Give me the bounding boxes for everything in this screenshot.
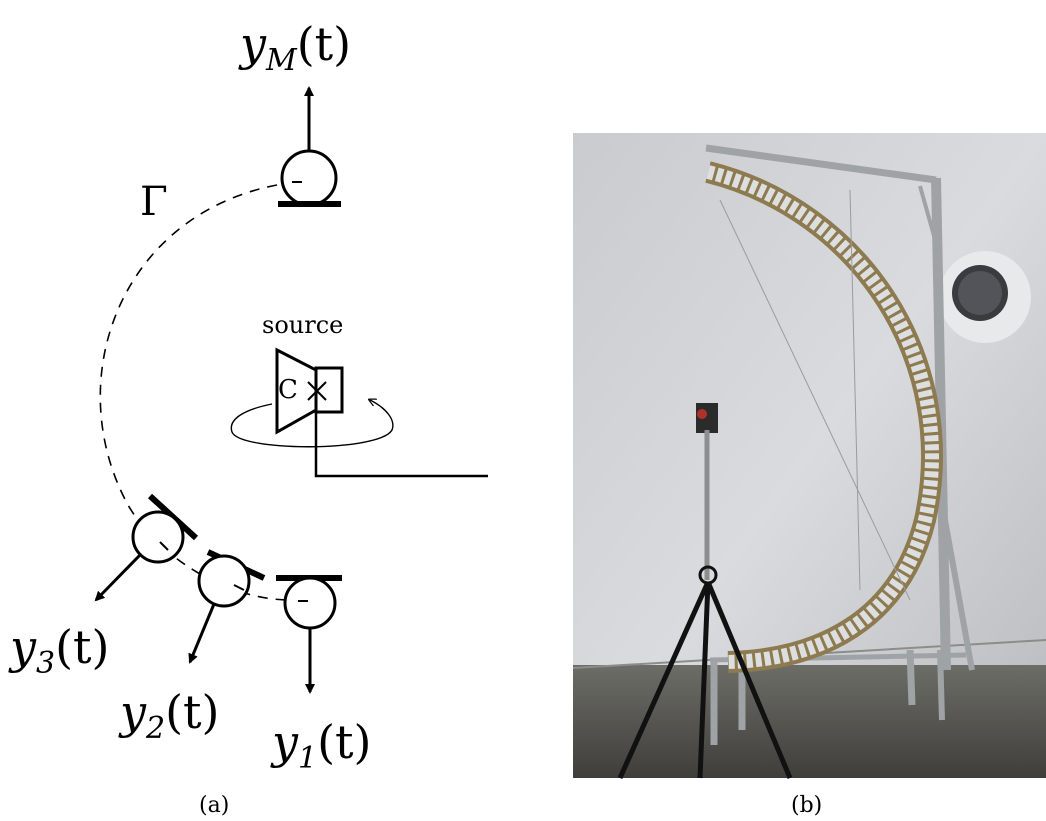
microphone-2 xyxy=(190,552,264,662)
source-cable xyxy=(316,410,488,476)
microphone-M xyxy=(278,88,341,205)
source-label: source xyxy=(262,311,343,339)
output-label-y3: y3(t) xyxy=(8,620,109,681)
porthole-window xyxy=(939,251,1031,343)
panel-b-caption: (b) xyxy=(791,793,822,818)
output-label-y1: y1(t) xyxy=(270,715,371,776)
output-label-y2: y2(t) xyxy=(118,685,219,746)
gamma-label: Γ xyxy=(140,179,168,225)
microphone-3 xyxy=(96,496,196,600)
center-label: C xyxy=(278,375,298,405)
panel-a-diagram: Γ yM(t) source C xyxy=(8,17,488,818)
panel-b-photo: (b) xyxy=(573,133,1046,818)
panel-a-caption: (a) xyxy=(199,793,229,818)
output-label-yM: yM(t) xyxy=(238,17,351,78)
microphone-1 xyxy=(276,578,342,692)
